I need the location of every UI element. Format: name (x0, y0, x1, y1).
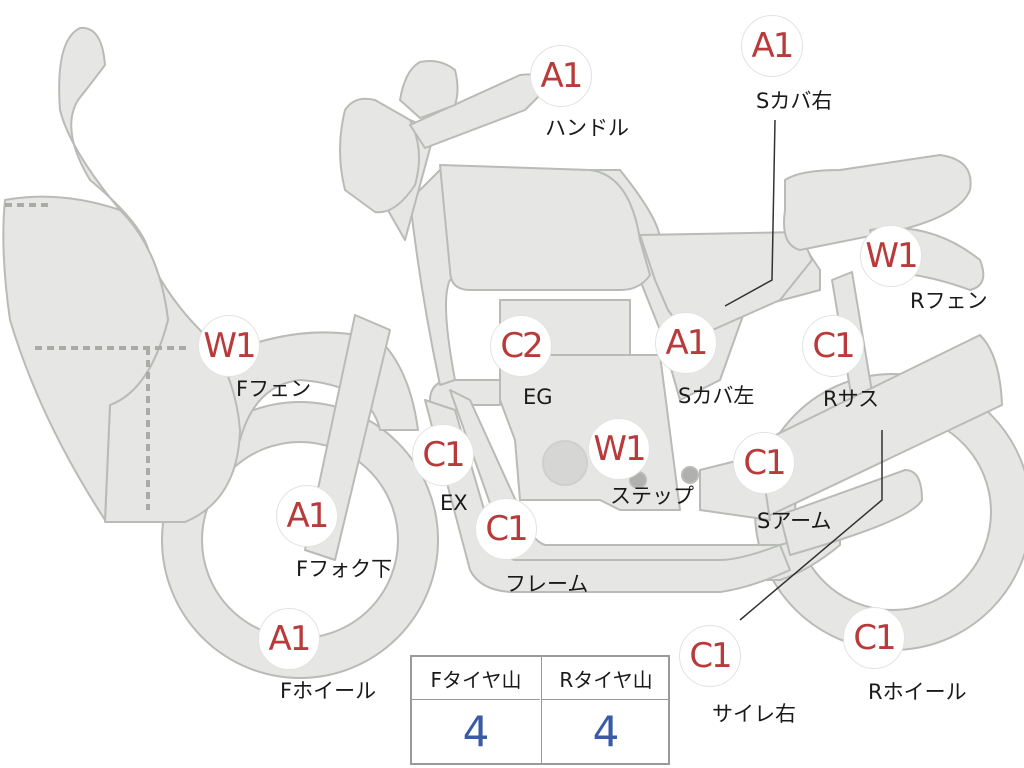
rear-suspension-label: Rサス (823, 387, 880, 411)
step-label: ステップ (610, 484, 694, 508)
rear-fender-grade-badge: W1 (860, 225, 922, 287)
frame-label: フレーム (505, 572, 589, 596)
side-cover-left-label: Sカバ左 (678, 384, 755, 408)
leader-silencer-right (739, 430, 883, 621)
front-wheel-label: Fホイール (280, 679, 377, 703)
front-tire-tread-header: Fタイヤ山 (412, 657, 540, 700)
seat-shape (783, 154, 972, 251)
swing-arm-grade-badge: C1 (733, 432, 795, 494)
side-cover-right-label: Sカバ右 (756, 89, 833, 113)
tire-tread-table: Fタイヤ山 Rタイヤ山 4 4 (410, 655, 670, 765)
handle-label: ハンドル (545, 116, 629, 140)
engine-grade-badge: C2 (490, 315, 552, 377)
silencer-right-label: サイレ右 (712, 702, 796, 726)
silencer-right-grade-badge: C1 (679, 625, 741, 687)
step-grade-badge: W1 (588, 418, 650, 480)
side-cover-left-grade-badge: A1 (655, 312, 717, 374)
front-tire-tread-value: 4 (462, 707, 490, 756)
rear-fender-label: Rフェン (910, 289, 988, 313)
rear-tire-tread-value: 4 (541, 700, 670, 763)
swing-arm-label: Sアーム (757, 509, 832, 533)
rear-tire-tread-header: Rタイヤ山 (541, 657, 670, 700)
front-fork-lower-grade-badge: A1 (276, 485, 338, 547)
front-fender-grade-badge: W1 (198, 315, 260, 377)
handle-grade-badge: A1 (530, 45, 592, 107)
rear-wheel-label: Rホイール (868, 680, 967, 704)
front-wheel-grade-badge: A1 (258, 608, 320, 670)
exhaust-grade-badge: C1 (412, 424, 474, 486)
headlight-shape (339, 97, 420, 214)
side-cover-right-grade-badge: A1 (741, 15, 803, 77)
rear-wheel-grade-badge: C1 (843, 607, 905, 669)
front-fork-lower-label: Fフォク下 (296, 557, 393, 581)
leader-side-cover-right (724, 119, 776, 307)
exhaust-label: EX (440, 491, 468, 515)
engine-label: EG (523, 385, 553, 409)
front-fender-label: Fフェン (236, 377, 312, 401)
frame-grade-badge: C1 (475, 498, 537, 560)
fuel-tank-shape (439, 164, 651, 291)
rear-suspension-grade-badge: C1 (802, 315, 864, 377)
